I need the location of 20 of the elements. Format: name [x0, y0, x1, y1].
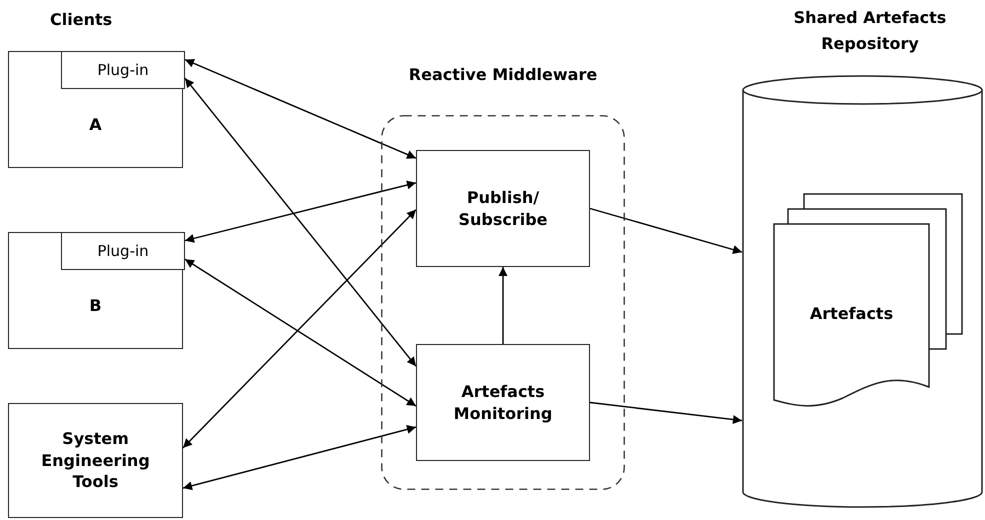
arrow [184, 258, 416, 407]
process-box: System Engineering Tools [8, 403, 183, 518]
process-box: Artefacts Monitoring [416, 344, 590, 461]
client-box: Plug-in B [8, 232, 183, 349]
arrow [182, 209, 416, 448]
repository-title: Shared Artefacts Repository [792, 7, 948, 55]
client-box: Plug-in A [8, 51, 183, 168]
plugin-box: Plug-in [61, 50, 185, 88]
process-box: Publish/ Subscribe [416, 150, 590, 267]
arrow [590, 208, 742, 254]
column-title: Clients [50, 9, 112, 31]
arrow [182, 425, 416, 490]
arrow [590, 402, 742, 424]
arrow [184, 78, 417, 367]
arrow [184, 180, 416, 243]
arrow [184, 58, 416, 159]
document-label: Artefacts [808, 303, 894, 325]
arrow [498, 267, 508, 344]
plugin-box: Plug-in [61, 232, 185, 270]
group-title: Reactive Middleware [408, 64, 598, 86]
